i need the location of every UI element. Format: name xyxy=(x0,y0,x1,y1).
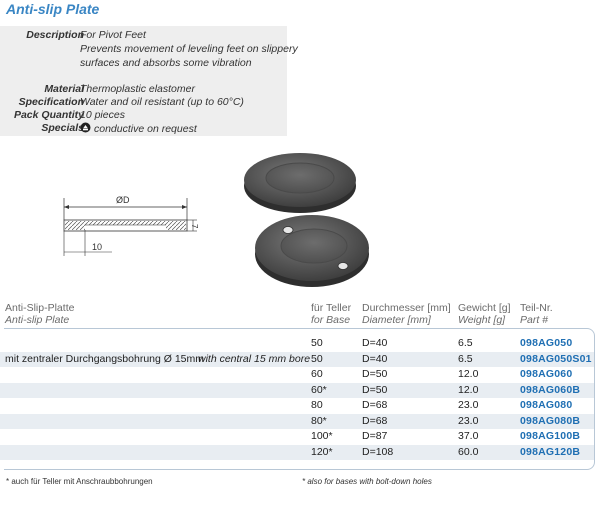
table-row: 80* D=68 23.0 098AG080B xyxy=(0,413,594,429)
material-label: Material xyxy=(44,83,84,95)
row-part-number: 098AG120B xyxy=(520,445,581,458)
row-part-number: 098AG080 xyxy=(520,399,573,411)
row-weight: 60.0 xyxy=(458,445,479,458)
table-row: 60* D=50 12.0 098AG060B xyxy=(0,382,594,398)
footnote-en: * also for bases with bolt-down holes xyxy=(302,477,432,486)
row-diameter: D=87 xyxy=(362,430,388,442)
row-part-number: 098AG050S01 xyxy=(520,352,592,365)
row-diameter: D=68 xyxy=(362,399,388,411)
width-label: 10 xyxy=(92,242,102,252)
description-line2: Prevents movement of leveling feet on sl… xyxy=(80,43,298,55)
row-desc-de: mit zentraler Durchgangsbohrung Ø 15mm xyxy=(5,352,205,365)
diameter-label: ØD xyxy=(116,195,130,205)
conductive-icon xyxy=(80,122,91,133)
material-value: Thermoplastic elastomer xyxy=(80,83,195,95)
header-part-en: Part # xyxy=(520,314,549,326)
row-weight: 23.0 xyxy=(458,399,479,411)
table-row: 120* D=108 60.0 098AG120B xyxy=(0,444,594,460)
row-diameter: D=50 xyxy=(362,368,388,380)
spec-box xyxy=(0,26,287,136)
row-part-number: 098AG050 xyxy=(520,337,573,349)
table-row: 100* D=87 37.0 098AG100B xyxy=(0,429,594,444)
row-part-number: 098AG100B xyxy=(520,430,581,442)
header-base-en: for Base xyxy=(311,314,351,326)
header-name-en: Anti-slip Plate xyxy=(5,314,70,326)
table-row: 60 D=50 12.0 098AG060 xyxy=(0,367,594,382)
row-base: 60 xyxy=(311,368,323,380)
specification-value: Water and oil resistant (up to 60°C) xyxy=(80,96,244,108)
row-weight: 6.5 xyxy=(458,337,473,349)
row-base: 120* xyxy=(311,445,333,458)
row-base: 80* xyxy=(311,414,327,427)
header-base-de: für Teller xyxy=(311,302,352,314)
description-line3: surfaces and absorbs some vibration xyxy=(80,57,252,69)
row-weight: 23.0 xyxy=(458,414,479,427)
table-frame xyxy=(4,328,595,470)
header-diameter-de: Durchmesser [mm] xyxy=(362,302,451,314)
header-weight-de: Gewicht [g] xyxy=(458,302,511,314)
row-part-number: 098AG080B xyxy=(520,414,581,427)
technical-drawing: ØD 7 10 xyxy=(63,195,199,256)
specials-label: Specials xyxy=(41,122,84,134)
footnote-de: * auch für Teller mit Anschraubbohrungen xyxy=(6,477,153,486)
table-row: 80 D=68 23.0 098AG080 xyxy=(0,398,594,413)
thickness-label: 7 xyxy=(190,224,199,229)
row-weight: 37.0 xyxy=(458,430,479,442)
specials-text: conductive on request xyxy=(94,123,197,135)
header-diameter-en: Diameter [mm] xyxy=(362,314,431,326)
row-desc-en: with central 15 mm bore xyxy=(198,352,311,365)
row-weight: 12.0 xyxy=(458,383,479,396)
specification-label: Specification xyxy=(18,96,84,108)
specials-value: conductive on request xyxy=(80,122,197,135)
row-part-number: 098AG060B xyxy=(520,383,581,396)
row-base: 50 xyxy=(311,337,323,349)
description-line1: For Pivot Feet xyxy=(80,29,146,41)
row-base: 50 xyxy=(311,352,323,365)
header-weight-en: Weight [g] xyxy=(458,314,506,326)
description-label: Description xyxy=(26,29,84,41)
pack-quantity-value: 10 pieces xyxy=(80,109,125,121)
row-diameter: D=50 xyxy=(362,383,388,396)
row-diameter: D=40 xyxy=(362,337,388,349)
page-title: Anti-slip Plate xyxy=(6,1,100,17)
header-part-de: Teil-Nr. xyxy=(520,302,553,314)
row-base: 80 xyxy=(311,399,323,411)
row-weight: 6.5 xyxy=(458,352,473,365)
row-base: 60* xyxy=(311,383,327,396)
row-diameter: D=40 xyxy=(362,352,388,365)
header-name-de: Anti-Slip-Platte xyxy=(5,302,75,314)
row-weight: 12.0 xyxy=(458,368,479,380)
product-photo xyxy=(244,153,369,287)
row-part-number: 098AG060 xyxy=(520,368,573,380)
row-base: 100* xyxy=(311,430,333,442)
pack-quantity-label: Pack Quantity xyxy=(13,109,84,121)
row-diameter: D=68 xyxy=(362,414,388,427)
table-row: 50 D=40 6.5 098AG050 xyxy=(0,336,594,351)
row-diameter: D=108 xyxy=(362,445,394,458)
